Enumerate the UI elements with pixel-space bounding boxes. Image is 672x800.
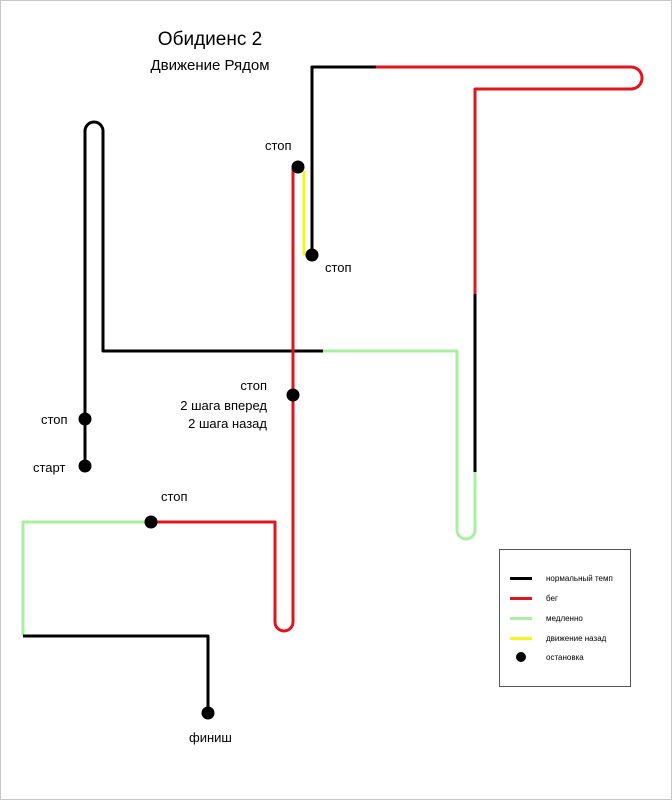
legend-item-back: движение назад bbox=[510, 631, 606, 645]
stop-marker-center bbox=[286, 388, 300, 402]
route-slow-2 bbox=[455, 472, 477, 541]
legend-label-stop: остановка bbox=[546, 652, 584, 662]
legend-label-run: бег bbox=[546, 593, 558, 603]
finish-marker bbox=[201, 706, 215, 720]
label-stop-left: стоп bbox=[41, 412, 68, 427]
legend-item-normal: нормальный темп bbox=[510, 571, 613, 585]
stop-marker-mid-right bbox=[305, 248, 319, 262]
legend-swatch-normal bbox=[510, 576, 532, 580]
legend-label-slow: медленно bbox=[546, 613, 583, 623]
route-normal-top bbox=[310, 65, 376, 255]
label-two-steps-back: 2 шага назад bbox=[188, 416, 267, 431]
legend-item-slow: медленно bbox=[510, 611, 583, 625]
label-stop-center: стоп bbox=[240, 378, 267, 393]
route-slow-1 bbox=[323, 349, 459, 530]
route-run-right bbox=[376, 65, 644, 294]
label-stop-top: стоп bbox=[265, 138, 292, 153]
diagram-subtitle: Движение Рядом bbox=[150, 57, 270, 74]
legend-item-run: бег bbox=[510, 591, 558, 605]
route-start-normal bbox=[83, 120, 323, 466]
legend-swatch-back bbox=[510, 636, 532, 640]
legend-swatch-run bbox=[510, 596, 532, 600]
start-marker bbox=[78, 459, 92, 473]
stop-marker-top bbox=[291, 160, 305, 174]
legend-swatch-slow bbox=[510, 616, 532, 620]
legend-item-stop: остановка bbox=[510, 650, 584, 664]
label-two-steps-forward: 2 шага вперед bbox=[180, 398, 267, 413]
diagram-title: Обидиенс 2 bbox=[157, 29, 263, 50]
legend-swatch-stop bbox=[516, 652, 526, 662]
legend-label-back: движение назад bbox=[546, 633, 607, 643]
route-finish-normal bbox=[23, 634, 210, 713]
label-finish: финиш bbox=[189, 730, 232, 745]
stop-marker-bottom bbox=[144, 515, 158, 529]
legend-label-normal: нормальный темп bbox=[546, 573, 613, 583]
label-stop-bottom: стоп bbox=[161, 489, 188, 504]
legend: нормальный темп бег медленно движение на… bbox=[499, 549, 631, 687]
stop-marker-left bbox=[78, 412, 92, 426]
label-stop-mid-right: стоп bbox=[325, 260, 352, 275]
label-start: старт bbox=[33, 460, 66, 475]
route-run-center bbox=[151, 167, 295, 633]
route-slow-left bbox=[21, 520, 151, 636]
